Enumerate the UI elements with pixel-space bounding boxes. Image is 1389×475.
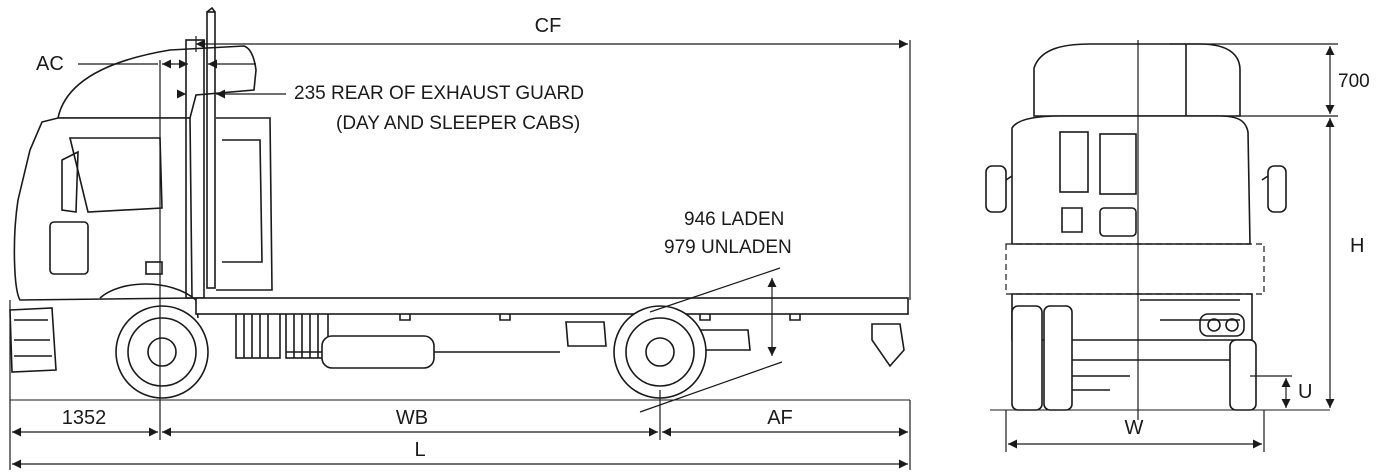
cab-types-label: (DAY AND SLEEPER CABS) (336, 113, 581, 134)
roof-fairing (1033, 43, 1241, 117)
chassis-frame (195, 297, 909, 315)
cab-mirror (49, 221, 89, 275)
l-label: L (414, 439, 426, 461)
cab-front (1011, 115, 1251, 245)
cab-body (13, 117, 193, 301)
front-wheel (115, 305, 209, 399)
af-label: AF (767, 407, 793, 429)
left-mirror (985, 165, 1007, 213)
exhaust-guard-label: 235 REAR OF EXHAUST GUARD (294, 83, 585, 104)
cab-roof-spoiler (57, 45, 257, 119)
wb-label: WB (395, 407, 429, 429)
left-tyre (1011, 305, 1043, 411)
fuel-tank (321, 335, 435, 369)
exhaust-guard (185, 39, 205, 299)
rear-wheel (613, 305, 707, 399)
u-label: U (1298, 381, 1313, 403)
h-label: H (1350, 235, 1365, 257)
side-dimension-lines (9, 36, 911, 470)
front-view (985, 40, 1330, 420)
cf-label: CF (534, 15, 562, 37)
bumper-outline (1005, 243, 1265, 295)
ac-label: AC (36, 53, 64, 75)
cab-window (68, 137, 163, 213)
front-overhang-label: 1352 (61, 407, 107, 429)
right-tyre (1229, 339, 1257, 411)
unladen-label: 979 UNLADEN (664, 237, 792, 258)
exhaust-stack (206, 11, 216, 289)
laden-label: 946 LADEN (684, 209, 785, 230)
front-dimension-lines (1005, 43, 1338, 452)
side-view (9, 6, 910, 401)
w-label: W (1124, 417, 1144, 439)
right-mirror (1267, 165, 1287, 213)
roof-height-label: 700 (1338, 71, 1370, 92)
